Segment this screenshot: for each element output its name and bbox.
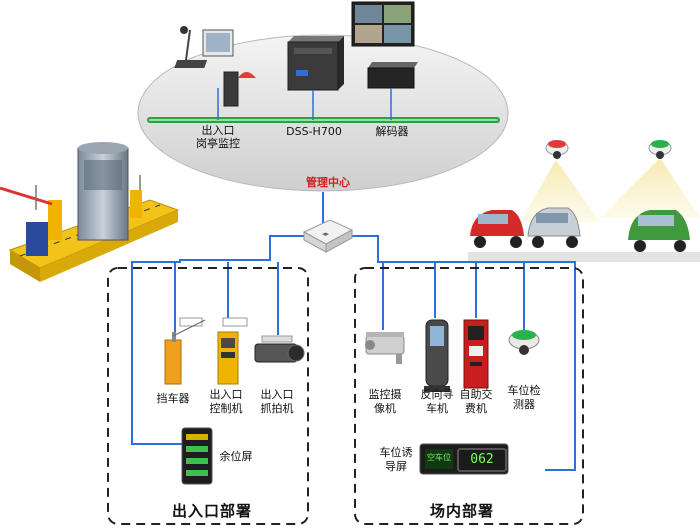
space-detector-icon <box>509 330 539 355</box>
barrier-label: 挡车器 <box>153 392 193 406</box>
parking-lot-scene <box>468 140 700 262</box>
entrance-monitor-label: 出入口 岗亭监控 <box>190 124 246 150</box>
red-indicator-icon <box>546 140 568 159</box>
guide-screen-digits: 062 <box>457 448 507 472</box>
green-detector-beam <box>600 158 700 218</box>
management-center <box>138 2 508 191</box>
decoder-label: 解码器 <box>372 125 412 138</box>
server-label: DSS-H700 <box>284 125 344 138</box>
entrance-deployment-title: 出入口部署 <box>172 500 252 521</box>
capture-camera-icon <box>255 336 304 362</box>
remaining-screen-label: 余位屏 <box>216 450 256 464</box>
network-switch-icon: ◂▸ <box>304 220 352 252</box>
remaining-screen-icon <box>182 428 212 484</box>
control-machine-label: 出入口 控制机 <box>206 388 246 416</box>
svg-text:◂▸: ◂▸ <box>322 230 330 238</box>
self-payment-machine-icon <box>464 320 488 388</box>
payment-machine-label: 自助交 费机 <box>456 388 496 416</box>
control-machine-icon <box>218 318 247 384</box>
car-red-icon <box>470 210 524 248</box>
guide-screen-label: 车位诱 导屏 <box>376 446 416 474</box>
reverse-car-finder-icon <box>424 320 450 392</box>
onsite-deployment-title: 场内部署 <box>430 500 494 521</box>
management-center-label: 管理中心 <box>300 176 356 189</box>
capture-camera-label: 出入口 抓拍机 <box>257 388 297 416</box>
green-indicator-icon <box>649 140 671 159</box>
barrier-icon <box>165 318 205 384</box>
monitoring-camera-icon <box>365 332 404 364</box>
space-detector-label: 车位检 测器 <box>504 384 544 412</box>
svg-text:空车位: 空车位 <box>427 452 451 462</box>
reverse-finder-label: 反向寻 车机 <box>417 388 457 416</box>
monitoring-camera-label: 监控摄 像机 <box>365 388 405 416</box>
